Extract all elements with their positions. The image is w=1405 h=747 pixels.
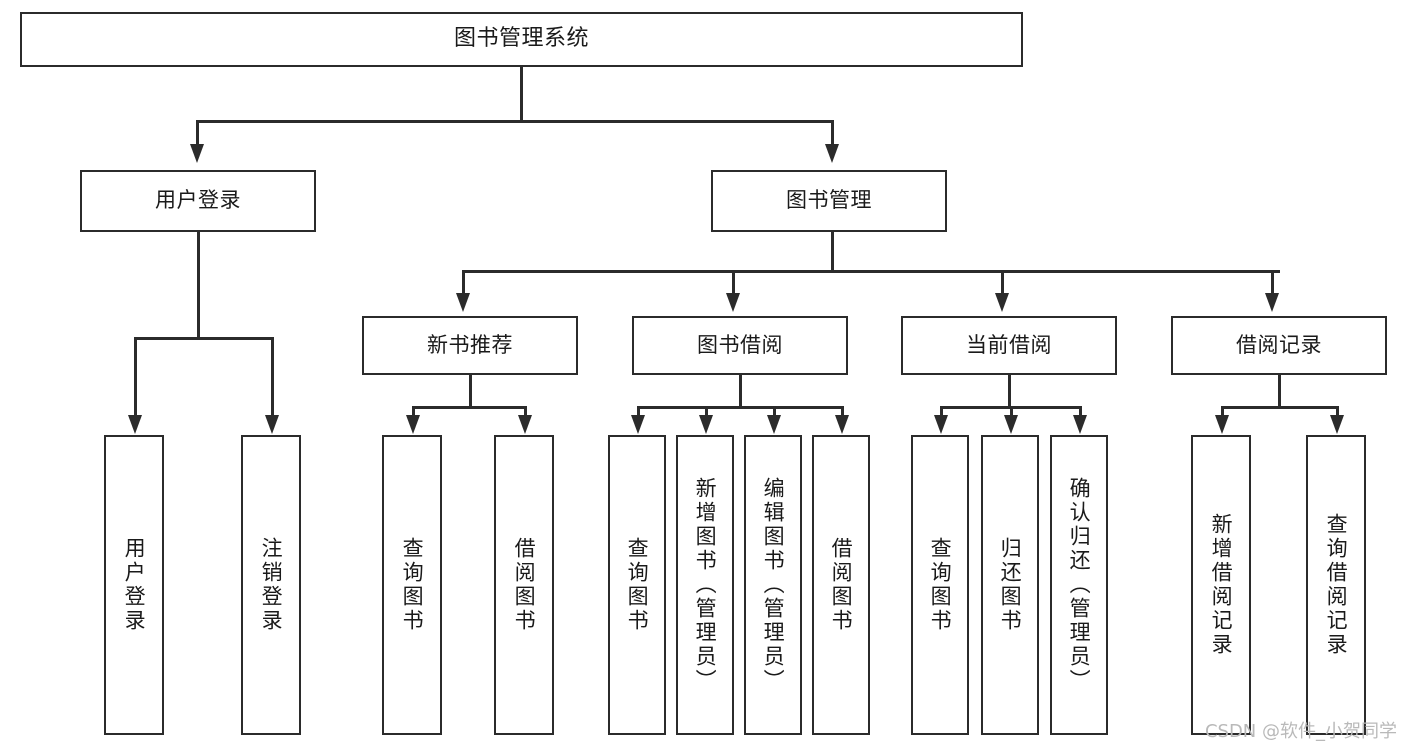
connector-borrow-record-bus <box>1221 406 1338 409</box>
connector-book-manage-stem <box>831 232 834 270</box>
connector-new-book-recommend-stem <box>469 375 472 406</box>
node-label: 确认归还（管理员） <box>1067 477 1092 693</box>
arrowhead-leaf-user-login <box>128 415 142 434</box>
connector-new-book-recommend-bus <box>412 406 526 409</box>
connector-drop-book-borrow <box>732 270 735 295</box>
connector-drop-leaf-borrow-book-1 <box>524 406 527 417</box>
connector-drop-leaf-query-record <box>1336 406 1339 417</box>
node-leaf-borrow-book-1[interactable]: 借阅图书 <box>494 435 554 735</box>
connector-drop-user-login <box>196 120 199 146</box>
connector-drop-leaf-confirm-return <box>1079 406 1082 417</box>
connector-drop-leaf-query-book-2 <box>637 406 640 417</box>
node-user-login[interactable]: 用户登录 <box>80 170 316 232</box>
arrowhead-leaf-edit-book <box>767 415 781 434</box>
node-label: 新增借阅记录 <box>1209 513 1234 657</box>
node-leaf-query-book-1[interactable]: 查询图书 <box>382 435 442 735</box>
node-leaf-user-login[interactable]: 用户登录 <box>104 435 164 735</box>
arrowhead-leaf-query-book-3 <box>934 415 948 434</box>
arrowhead-leaf-borrow-book-1 <box>518 415 532 434</box>
node-label: 编辑图书（管理员） <box>761 477 786 693</box>
node-current-borrow[interactable]: 当前借阅 <box>901 316 1117 375</box>
connector-drop-leaf-borrow-book-2 <box>841 406 844 417</box>
connector-drop-leaf-user-login <box>134 337 137 417</box>
node-label: 借阅记录 <box>1236 332 1322 357</box>
node-leaf-user-logout[interactable]: 注销登录 <box>241 435 301 735</box>
connector-book-borrow-stem <box>739 375 742 406</box>
arrowhead-leaf-query-book-1 <box>406 415 420 434</box>
node-leaf-query-book-3[interactable]: 查询图书 <box>911 435 969 735</box>
node-leaf-return-book[interactable]: 归还图书 <box>981 435 1039 735</box>
connector-drop-leaf-query-book-3 <box>940 406 943 417</box>
node-label: 注销登录 <box>259 537 284 633</box>
connector-drop-leaf-query-book-1 <box>412 406 415 417</box>
node-label: 借阅图书 <box>512 537 537 633</box>
node-label: 查询图书 <box>928 537 953 633</box>
connector-user-login-stem <box>197 232 200 337</box>
node-leaf-confirm-return[interactable]: 确认归还（管理员） <box>1050 435 1108 735</box>
arrowhead-leaf-add-book <box>699 415 713 434</box>
node-label: 归还图书 <box>998 537 1023 633</box>
node-label: 借阅图书 <box>829 537 854 633</box>
arrowhead-leaf-borrow-book-2 <box>835 415 849 434</box>
connector-level1-bus <box>196 120 833 123</box>
node-label: 查询图书 <box>400 537 425 633</box>
node-label: 图书管理系统 <box>453 26 589 52</box>
arrowhead-new-book-recommend <box>456 293 470 312</box>
connector-drop-leaf-add-book <box>705 406 708 417</box>
arrowhead-leaf-confirm-return <box>1073 415 1087 434</box>
connector-drop-leaf-user-logout <box>271 337 274 417</box>
node-leaf-borrow-book-2[interactable]: 借阅图书 <box>812 435 870 735</box>
arrowhead-leaf-query-record <box>1330 415 1344 434</box>
watermark-text: CSDN @软件_小贺同学 <box>1204 721 1397 742</box>
node-book-manage[interactable]: 图书管理 <box>711 170 947 232</box>
node-label: 用户登录 <box>122 537 147 633</box>
connector-borrow-record-stem <box>1278 375 1281 406</box>
node-borrow-record[interactable]: 借阅记录 <box>1171 316 1387 375</box>
node-leaf-add-record[interactable]: 新增借阅记录 <box>1191 435 1251 735</box>
connector-drop-borrow-record <box>1271 270 1274 295</box>
connector-book-borrow-bus <box>637 406 841 409</box>
connector-drop-leaf-edit-book <box>773 406 776 417</box>
arrowhead-book-manage <box>825 144 839 163</box>
node-label: 新书推荐 <box>427 332 513 357</box>
node-new-book-recommend[interactable]: 新书推荐 <box>362 316 578 375</box>
connector-drop-leaf-return-book <box>1010 406 1013 417</box>
arrowhead-leaf-user-logout <box>265 415 279 434</box>
node-leaf-query-book-2[interactable]: 查询图书 <box>608 435 666 735</box>
node-label: 图书管理 <box>786 188 872 213</box>
arrowhead-user-login <box>190 144 204 163</box>
connector-current-borrow-stem <box>1008 375 1011 406</box>
node-label: 图书借阅 <box>697 332 783 357</box>
connector-drop-book-manage <box>831 120 834 146</box>
node-book-borrow[interactable]: 图书借阅 <box>632 316 848 375</box>
connector-user-login-bus <box>134 337 273 340</box>
connector-level2-bus <box>462 270 1280 273</box>
node-leaf-query-record[interactable]: 查询借阅记录 <box>1306 435 1366 735</box>
node-root-book-management-system[interactable]: 图书管理系统 <box>20 12 1023 67</box>
node-leaf-edit-book[interactable]: 编辑图书（管理员） <box>744 435 802 735</box>
arrowhead-current-borrow <box>995 293 1009 312</box>
arrowhead-leaf-return-book <box>1004 415 1018 434</box>
node-label: 查询借阅记录 <box>1324 513 1349 657</box>
node-label: 新增图书（管理员） <box>693 477 718 693</box>
node-label: 查询图书 <box>625 537 650 633</box>
arrowhead-leaf-add-record <box>1215 415 1229 434</box>
arrowhead-leaf-query-book-2 <box>631 415 645 434</box>
arrowhead-borrow-record <box>1265 293 1279 312</box>
connector-drop-current-borrow <box>1001 270 1004 295</box>
node-leaf-add-book[interactable]: 新增图书（管理员） <box>676 435 734 735</box>
connector-drop-leaf-add-record <box>1221 406 1224 417</box>
node-label: 当前借阅 <box>966 332 1052 357</box>
connector-drop-new-book-recommend <box>462 270 465 295</box>
connector-root-stem <box>520 67 523 120</box>
arrowhead-book-borrow <box>726 293 740 312</box>
node-label: 用户登录 <box>155 188 241 213</box>
